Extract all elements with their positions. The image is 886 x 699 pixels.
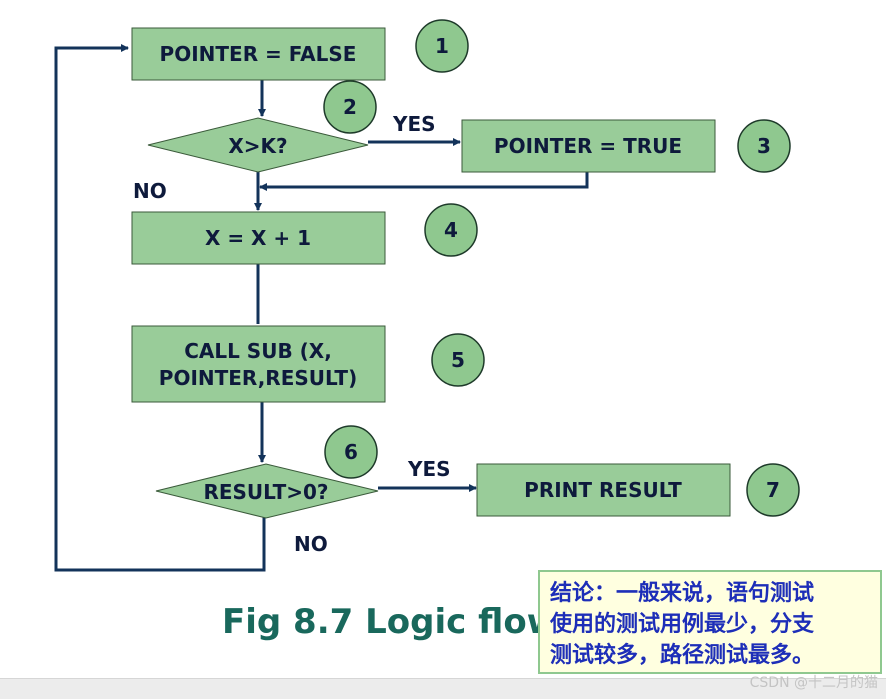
conclusion-box: 结论：一般来说，语句测试 使用的测试用例最少，分支 测试较多，路径测试最多。 [538,570,882,674]
step-number-1: 1 [435,34,449,58]
arrow-pointer-true-merge [259,172,589,191]
watermark: CSDN @十二月的猫 [749,675,878,691]
pointer-false-label: POINTER = FALSE [160,42,357,66]
step-number-6: 6 [344,440,358,464]
step-number-4: 4 [444,218,458,242]
yes-label-result: YES [407,457,451,481]
step-circle-2: 2 [323,80,377,134]
yes-label-x-gt-k: YES [392,112,436,136]
step-circle-1: 1 [415,19,469,73]
decision-result [155,463,379,519]
step-circle-2-shape [323,80,377,134]
pointer-true-label: POINTER = TRUE [494,134,682,158]
decision-x-gt-k-label: X>K? [228,134,287,158]
step-circle-1-shape [415,19,469,73]
increment-x-box [131,211,386,265]
figure-caption: Fig 8.7 Logic flow. [222,602,569,642]
no-label-x-gt-k: NO [133,179,167,203]
step-circle-6: 6 [324,425,378,479]
print-result-label: PRINT RESULT [524,478,682,502]
step-number-3: 3 [757,134,771,158]
call-sub-label-line2: POINTER,RESULT) [159,366,357,390]
step-circle-5-shape [431,333,485,387]
step-circle-5: 5 [431,333,485,387]
call-sub-label-line1: CALL SUB (X, [184,339,332,363]
no-label-result: NO [294,532,328,556]
pointer-false-box [131,27,386,81]
step-number-5: 5 [451,348,465,372]
decision-result-label: RESULT>0? [203,480,328,504]
increment-x-label: X = X + 1 [205,226,311,250]
step-circle-3: 3 [737,119,791,173]
step-number-2: 2 [343,95,357,119]
step-circle-7: 7 [746,463,800,517]
conclusion-line-3: 测试较多，路径测试最多。 [550,642,815,668]
step-circle-6-shape [324,425,378,479]
footer-bar [0,678,886,699]
step-circle-7-shape [746,463,800,517]
pointer-true-box [461,119,716,173]
conclusion-line-1: 结论：一般来说，语句测试 [550,580,815,606]
call-sub-box [131,325,386,403]
step-circle-3-shape [737,119,791,173]
step-number-7: 7 [766,478,780,502]
step-circle-4: 4 [424,203,478,257]
decision-x-gt-k [147,117,369,173]
step-circle-4-shape [424,203,478,257]
print-result-box [476,463,731,517]
conclusion-line-2: 使用的测试用例最少，分支 [550,611,815,637]
connectors [54,44,589,572]
loop-back-arrow [54,44,266,572]
